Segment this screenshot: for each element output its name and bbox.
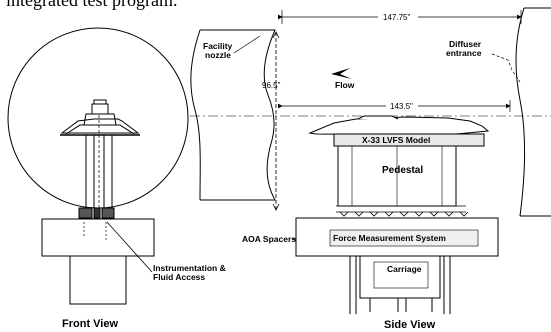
test-section-circle <box>7 27 189 209</box>
aoa-spacer-marker <box>384 211 394 217</box>
aoa-spacers <box>336 205 469 217</box>
aoa-spacer-marker <box>339 211 349 217</box>
front-support-column <box>69 255 127 305</box>
pedestal <box>337 145 457 207</box>
aoa-spacer-marker <box>429 211 439 217</box>
side-view-title: Side View <box>384 319 436 331</box>
front-model-shape <box>60 99 140 136</box>
facility-nozzle-label-1: Facility <box>203 41 233 51</box>
aoa-spacer-marker <box>354 211 364 217</box>
facility-nozzle-label-2: nozzle <box>205 50 231 60</box>
instrumentation-blocks <box>78 207 115 219</box>
aoa-spacer-marker <box>399 211 409 217</box>
flow-label: Flow <box>335 80 355 90</box>
diffuser-label-1: Diffuser <box>449 39 482 49</box>
dim-overall-text: 147.75" <box>383 13 410 22</box>
dim-model-text: 143.5" <box>390 102 413 111</box>
diffuser-entrance <box>515 7 551 217</box>
aoa-spacer-marker <box>459 211 469 217</box>
model-label: X-33 LVFS Model <box>362 135 430 145</box>
force-system-label: Force Measurement System <box>333 233 446 243</box>
flow-arrow-icon <box>331 68 352 79</box>
carriage <box>349 255 451 314</box>
aoa-spacers-label: AOA Spacers <box>242 234 296 244</box>
front-base-plate <box>41 218 155 257</box>
dimension-height: 96.5" <box>262 31 281 211</box>
dimension-overall-length: 147.75" <box>278 10 522 24</box>
facility-nozzle <box>190 29 276 201</box>
side-view: Facility nozzle Diffuser entrance 147.75… <box>190 7 551 331</box>
instrumentation-label-1: Instrumentation & <box>153 263 226 273</box>
pedestal-label: Pedestal <box>382 165 423 176</box>
diffuser-label-2: entrance <box>446 48 482 58</box>
aoa-spacer-marker <box>369 211 379 217</box>
dim-height-text: 96.5" <box>262 81 281 90</box>
instrumentation-label-2: Fluid Access <box>153 272 205 282</box>
carriage-label: Carriage <box>387 264 422 274</box>
aoa-spacer-marker <box>444 211 454 217</box>
front-view-title: Front View <box>62 318 118 330</box>
dimension-model-length: 143.5" <box>278 100 511 112</box>
caption-text: integrated test program. <box>6 0 178 10</box>
front-view: Instrumentation & Fluid Access Front Vie… <box>7 27 226 330</box>
aoa-spacer-marker <box>414 211 424 217</box>
